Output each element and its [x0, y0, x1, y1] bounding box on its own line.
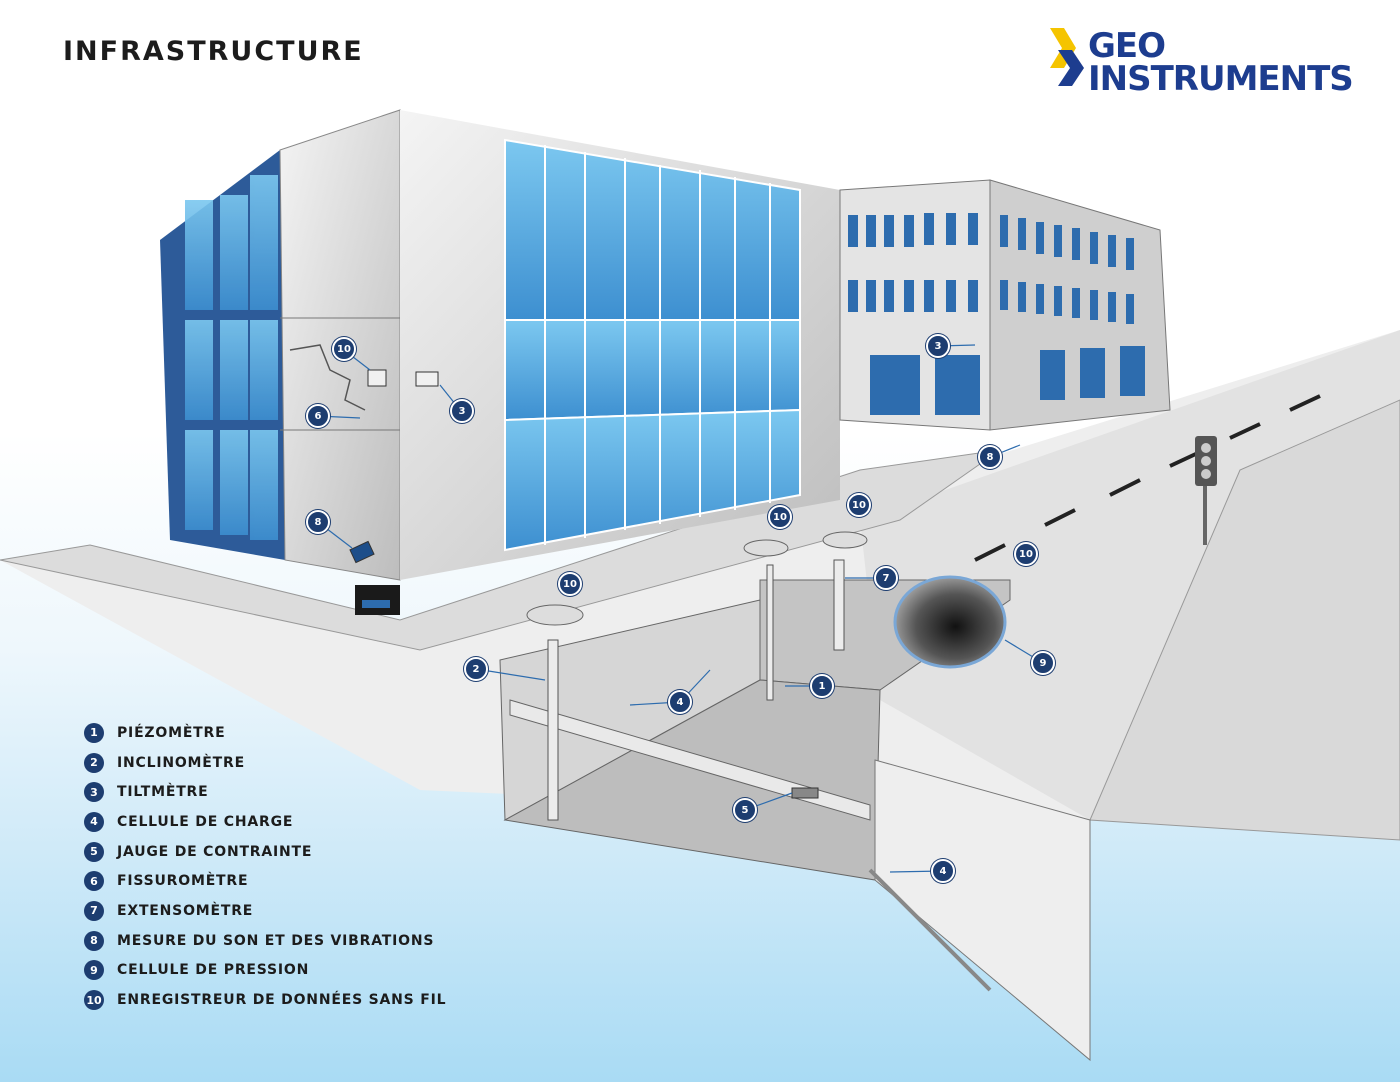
manhole-2 [526, 604, 584, 626]
legend-item: 4 CELLULE DE CHARGE [84, 807, 446, 837]
strain-gauge-device [791, 787, 819, 799]
legend-number: 5 [84, 841, 104, 862]
legend-label: INCLINOMÈTRE [117, 754, 245, 771]
excavation-floor [503, 679, 881, 881]
legend-item: 7 EXTENSOMÈTRE [84, 896, 446, 926]
legend-item: 2 INCLINOMÈTRE [84, 748, 446, 778]
inclinometer-casing [547, 639, 559, 821]
callout-7: 7 [874, 566, 898, 590]
extensometer-rod [833, 559, 845, 651]
logo-line-2: INSTRUMENTS [1088, 59, 1354, 99]
office-front-windows [504, 138, 801, 552]
legend-item: 9 CELLULE DE PRESSION [84, 956, 446, 986]
right-sidewalk [1089, 399, 1400, 841]
legend-number: 7 [84, 900, 104, 921]
crack-logger-device [367, 369, 387, 387]
ground-anchor [868, 868, 992, 992]
legend-item: 1 PIÉZOMÈTRE [84, 718, 446, 748]
legend-number: 8 [84, 930, 104, 951]
office-left-glass [185, 175, 278, 540]
page-title: INFRASTRUCTURE [63, 36, 364, 67]
legend-number: 4 [84, 811, 104, 832]
legend-number: 1 [84, 722, 104, 743]
logo-line-1: GEO [1088, 26, 1166, 66]
callout-10-manhole-1: 10 [768, 505, 792, 529]
logo-mark-icon [1050, 28, 1084, 86]
callout-10-tunnel: 10 [1014, 542, 1038, 566]
callout-6: 6 [306, 404, 330, 428]
callout-3-back: 3 [926, 334, 950, 358]
legend-item: 10 ENREGISTREUR DE DONNÉES SANS FIL [84, 985, 446, 1015]
legend-number: 3 [84, 782, 104, 803]
tunnel-opening [893, 575, 1007, 669]
legend-item: 8 MESURE DU SON ET DES VIBRATIONS [84, 926, 446, 956]
traffic-light [1195, 436, 1217, 545]
callout-10-manhole-2: 10 [558, 572, 582, 596]
legend-label: PIÉZOMÈTRE [117, 724, 226, 741]
legend-label: CELLULE DE PRESSION [117, 962, 310, 979]
legend-label: FISSUROMÈTRE [117, 873, 249, 890]
callout-10-wall: 10 [332, 337, 356, 361]
solar-panel [349, 540, 375, 564]
legend-label: JAUGE DE CONTRAINTE [117, 843, 313, 860]
legend-label: TILTMÈTRE [117, 784, 209, 801]
legend-label: MESURE DU SON ET DES VIBRATIONS [117, 932, 435, 949]
callout-8-back: 8 [978, 445, 1002, 469]
callout-4-wall: 4 [668, 690, 692, 714]
legend-item: 6 FISSUROMÈTRE [84, 866, 446, 896]
office-mullions [544, 145, 771, 545]
geo-instruments-logo: GEO INSTRUMENTS [1044, 26, 1384, 106]
callout-8-solar: 8 [306, 510, 330, 534]
legend-number: 2 [84, 752, 104, 773]
legend-label: CELLULE DE CHARGE [117, 813, 294, 830]
callout-2: 2 [464, 657, 488, 681]
piezometer-pipe [766, 564, 774, 701]
callout-9: 9 [1031, 651, 1055, 675]
manhole-7 [822, 531, 868, 549]
road-lane-markings [974, 394, 1321, 562]
excavation-front-wall [874, 759, 1091, 1062]
callout-1: 1 [810, 674, 834, 698]
back-building-windows [848, 213, 1145, 415]
legend-label: EXTENSOMÈTRE [117, 902, 254, 919]
wall-crack [289, 344, 366, 411]
callout-3-wall: 3 [450, 399, 474, 423]
manhole-1 [743, 539, 789, 557]
callout-4-anchor: 4 [931, 859, 955, 883]
front-sidewalk [0, 449, 1001, 651]
legend-item: 5 JAUGE DE CONTRAINTE [84, 837, 446, 867]
tiltmeter-device [415, 371, 439, 387]
legend-number: 9 [84, 960, 104, 981]
excavation-strut [509, 699, 871, 821]
legend-number: 10 [84, 990, 104, 1011]
legend-number: 6 [84, 871, 104, 892]
legend-item: 3 TILTMÈTRE [84, 777, 446, 807]
callout-5: 5 [733, 798, 757, 822]
legend-label: ENREGISTREUR DE DONNÉES SANS FIL [117, 992, 447, 1009]
callout-10-manhole-7: 10 [847, 493, 871, 517]
road [860, 330, 1400, 820]
